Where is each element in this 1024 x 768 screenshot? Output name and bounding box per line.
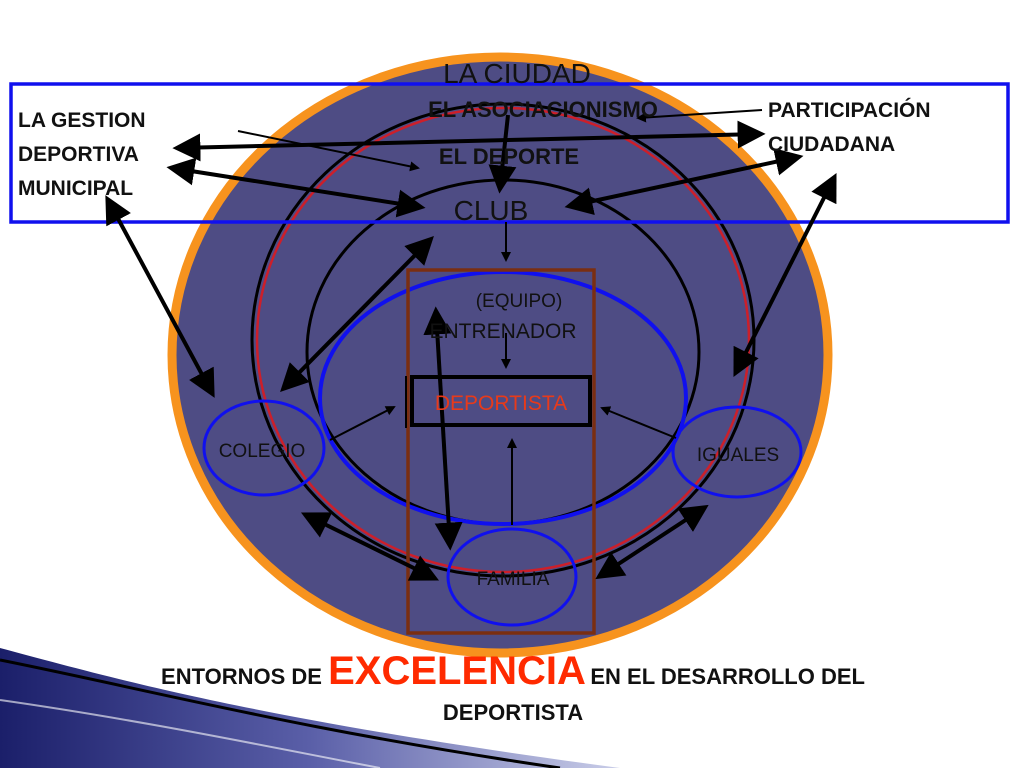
- iguales-circle: [671, 405, 803, 499]
- thick-arrows: [105, 114, 837, 581]
- label-familia: FAMILIA: [477, 569, 550, 590]
- label-gestion-line3: MUNICIPAL: [18, 177, 133, 200]
- governance-box: [9, 82, 1010, 224]
- label-iguales: IGUALES: [697, 445, 779, 466]
- label-club: CLUB: [454, 195, 529, 226]
- label-gestion-line1: LA GESTION: [18, 109, 146, 132]
- familia-circle: [446, 527, 578, 627]
- diagram-title-line1: ENTORNOS DE EXCELENCIA EN EL DESARROLLO …: [161, 649, 865, 693]
- athlete-column: [406, 268, 596, 635]
- deportista-box: [410, 375, 592, 427]
- colegio-circle: [202, 399, 326, 497]
- diagram-title-line2: DEPORTISTA: [443, 700, 583, 725]
- label-colegio: COLEGIO: [219, 441, 306, 462]
- label-participacion-line1: PARTICIPACIÓN: [768, 98, 931, 122]
- title-highlight: EXCELENCIA: [328, 649, 586, 693]
- decorative-swoosh: [0, 648, 620, 768]
- label-equipo: (EQUIPO): [476, 291, 563, 312]
- label-la-ciudad: LA CIUDAD: [443, 58, 591, 89]
- title-part1: ENTORNOS DE: [161, 664, 328, 689]
- label-entrenador: ENTRENADOR: [429, 320, 576, 343]
- label-el-deporte: EL DEPORTE: [439, 144, 579, 169]
- label-participacion-line2: CIUDADANA: [768, 133, 895, 156]
- title-part2: EN EL DESARROLLO DEL: [590, 664, 865, 689]
- label-gestion-line2: DEPORTIVA: [18, 143, 139, 166]
- team-ellipse: [318, 270, 688, 526]
- label-el-asociacionismo: EL ASOCIACIONISMO: [428, 97, 658, 122]
- label-deportista: DEPORTISTA: [435, 392, 567, 415]
